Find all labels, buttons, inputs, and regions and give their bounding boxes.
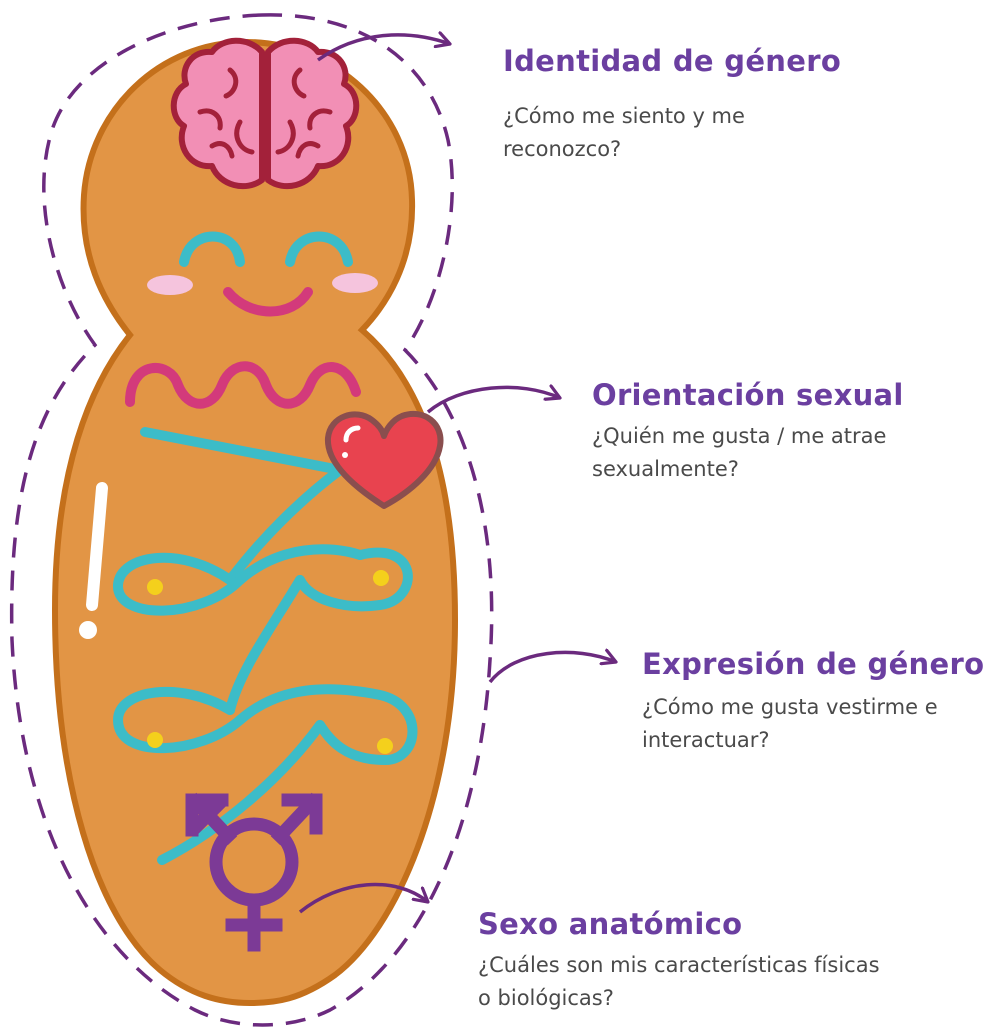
left-eye — [179, 231, 245, 267]
label-expresion: Expresión de género ¿Cómo me gusta vesti… — [642, 647, 984, 757]
label-orientacion: Orientación sexual ¿Quién me gusta / me … — [592, 378, 912, 486]
left-cheek — [147, 275, 193, 295]
dashed-outline — [9, 13, 494, 1027]
label-identidad: Identidad de género ¿Cómo me siento y me… — [503, 44, 841, 166]
identidad-title: Identidad de género — [503, 44, 842, 78]
sexo-text: ¿Cuáles son mis características físicas … — [478, 953, 880, 1010]
transgender-symbol-icon — [185, 792, 323, 952]
ribbon-dots — [147, 570, 393, 754]
heart-icon — [324, 411, 444, 509]
arrow-identidad — [316, 35, 450, 62]
face — [147, 231, 378, 317]
arrow-sexo — [298, 882, 428, 914]
mouth — [223, 287, 313, 317]
body-highlight-dot — [79, 621, 97, 639]
label-sexo: Sexo anatómico ¿Cuáles son mis caracterí… — [478, 907, 898, 1015]
body-highlight — [86, 482, 108, 611]
ribbon — [113, 427, 418, 865]
arrow-orientacion — [426, 387, 560, 414]
orientacion-text: ¿Quién me gusta / me atrae sexualmente? — [592, 424, 887, 481]
right-eye — [285, 231, 353, 267]
brain-icon — [170, 37, 360, 190]
expresion-title: Expresión de género — [642, 647, 985, 681]
right-cheek — [332, 273, 378, 293]
orientacion-title: Orientación sexual — [592, 378, 904, 412]
expresion-text: ¿Cómo me gusta vestirme e interactuar? — [642, 695, 938, 752]
arrow-expresion — [488, 652, 616, 684]
sexo-title: Sexo anatómico — [478, 907, 743, 941]
identidad-text: ¿Cómo me siento y me reconozco? — [503, 104, 745, 161]
wavy-line — [125, 361, 361, 409]
